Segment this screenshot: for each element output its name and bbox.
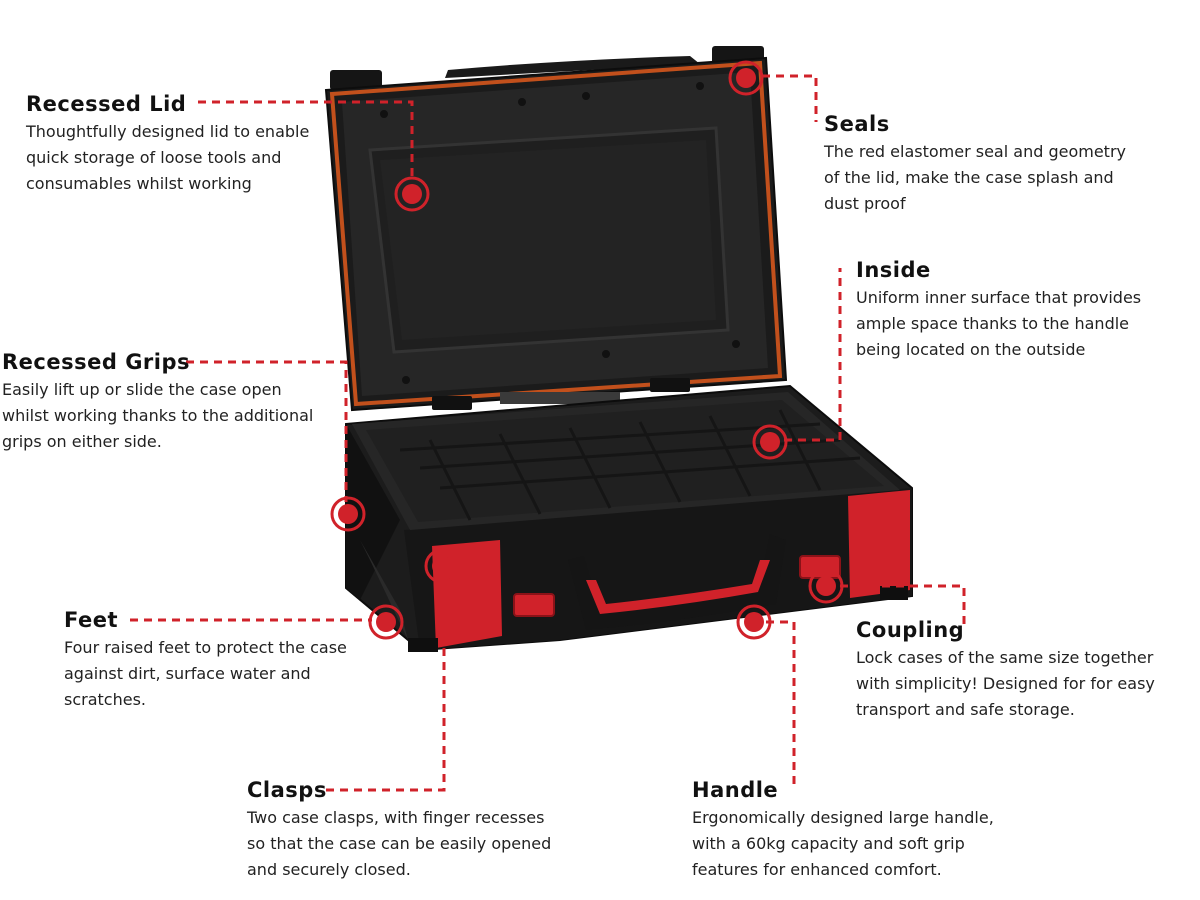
feature-handle: Handle Ergonomically designed large hand… xyxy=(692,777,1022,883)
marker-handle xyxy=(736,604,772,640)
feature-description: Uniform inner surface that provides ampl… xyxy=(856,288,1142,359)
callout-lines xyxy=(130,74,966,792)
feature-title: Coupling xyxy=(856,618,965,642)
marker-recessed-lid xyxy=(394,176,430,212)
feature-description: Easily lift up or slide the case open wh… xyxy=(2,380,314,451)
case-base xyxy=(345,384,913,652)
marker-inside xyxy=(752,424,788,460)
feature-description: Two case clasps, with finger recesses so… xyxy=(247,808,552,879)
feature-description: Thoughtfully designed lid to enable quic… xyxy=(26,122,310,193)
feature-title: Feet xyxy=(64,608,119,632)
feature-title: Recessed Lid xyxy=(26,92,187,116)
marker-seals xyxy=(728,60,764,96)
marker-recessed-grips xyxy=(330,496,366,532)
feature-description: Four raised feet to protect the case aga… xyxy=(64,638,347,709)
feature-title: Seals xyxy=(824,112,890,136)
feature-clasps: Clasps Two case clasps, with finger rece… xyxy=(247,777,567,883)
feature-description: Lock cases of the same size together wit… xyxy=(856,648,1155,719)
marker-clasps xyxy=(424,548,460,584)
feature-feet: Feet Four raised feet to protect the cas… xyxy=(64,607,364,713)
callout-markers xyxy=(330,60,844,640)
case-lid xyxy=(324,46,788,412)
feature-title: Inside xyxy=(856,258,931,282)
feature-inside: Inside Uniform inner surface that provid… xyxy=(856,257,1156,363)
marker-feet xyxy=(368,604,404,640)
marker-coupling xyxy=(808,568,844,604)
feature-title: Recessed Grips xyxy=(2,350,191,374)
feature-description: Ergonomically designed large handle, wit… xyxy=(692,808,994,879)
feature-title: Clasps xyxy=(247,778,327,802)
feature-recessed-grips: Recessed Grips Easily lift up or slide t… xyxy=(2,349,322,455)
feature-recessed-lid: Recessed Lid Thoughtfully designed lid t… xyxy=(26,91,326,197)
feature-title: Handle xyxy=(692,778,779,802)
feature-coupling: Coupling Lock cases of the same size tog… xyxy=(856,617,1176,723)
feature-seals: Seals The red elastomer seal and geometr… xyxy=(824,111,1144,217)
feature-description: The red elastomer seal and geometry of t… xyxy=(824,142,1126,213)
